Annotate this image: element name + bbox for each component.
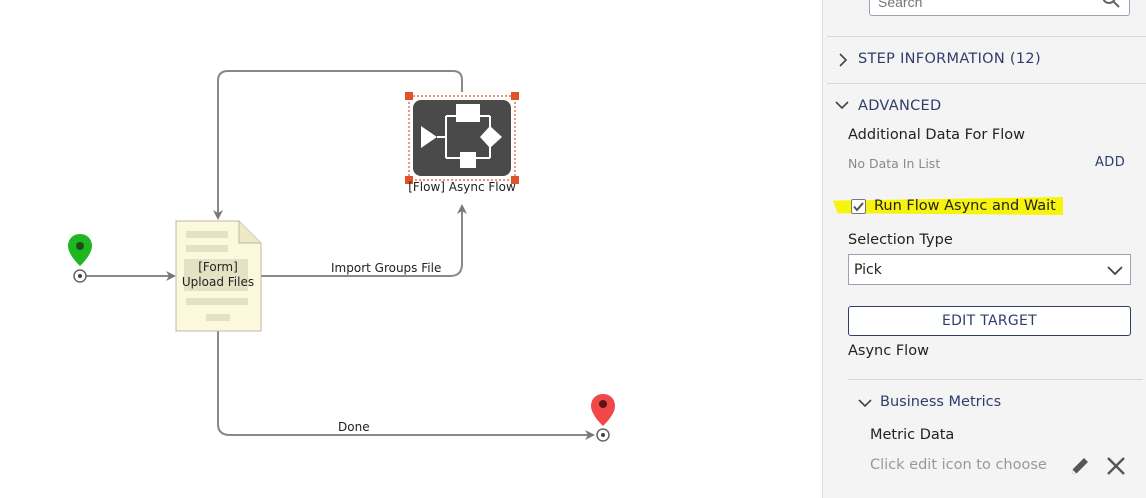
run-async-checkbox[interactable] (851, 199, 866, 214)
additional-data-label: Additional Data For Flow (848, 127, 1025, 143)
edge-import-groups-file[interactable] (261, 204, 467, 277)
selection-type-select[interactable]: Pick (848, 254, 1131, 285)
chevron-down-icon (1107, 266, 1123, 276)
edit-target-button[interactable]: EDIT TARGET (848, 306, 1131, 336)
form-node-label-line2: Upload Files (182, 275, 254, 289)
start-pin-icon[interactable] (68, 234, 92, 283)
async-flow-node[interactable]: [Flow] Async Flow (405, 92, 519, 194)
flow-canvas[interactable]: [Form] Upload Files (0, 0, 822, 498)
flow-diagram: [Form] Upload Files (68, 70, 615, 442)
form-upload-files-node[interactable]: [Form] Upload Files (175, 220, 262, 332)
search-input[interactable] (876, 0, 1100, 13)
step-information-header[interactable]: STEP INFORMATION (12) (858, 51, 1041, 67)
metric-data-label: Metric Data (870, 427, 955, 443)
properties-panel: STEP INFORMATION (12) ADVANCED Additiona… (822, 0, 1146, 498)
divider (827, 36, 1146, 37)
subflow-icon (421, 104, 502, 168)
edge-done[interactable] (217, 331, 595, 440)
edge-label-done: Done (338, 420, 370, 434)
chevron-down-icon[interactable] (834, 99, 850, 111)
target-name: Async Flow (848, 343, 929, 359)
divider (827, 83, 1146, 84)
form-node-label-line1: [Form] (198, 260, 238, 274)
close-icon[interactable] (1105, 455, 1127, 477)
divider (848, 379, 1143, 380)
chevron-down-icon[interactable] (857, 397, 873, 409)
end-pin-icon[interactable] (591, 394, 615, 442)
checkmark-icon (853, 202, 864, 212)
edge-label-import: Import Groups File (331, 261, 441, 275)
selection-type-value: Pick (854, 262, 882, 278)
pencil-icon[interactable] (1069, 455, 1091, 477)
search-icon[interactable] (1101, 0, 1121, 9)
business-metrics-header[interactable]: Business Metrics (880, 394, 1002, 410)
metric-placeholder: Click edit icon to choose (870, 457, 1047, 473)
selection-type-label: Selection Type (848, 232, 953, 248)
flow-node-label: [Flow] Async Flow (408, 180, 516, 194)
add-button[interactable]: ADD (1095, 155, 1126, 170)
chevron-right-icon[interactable] (837, 52, 849, 68)
search-box[interactable] (869, 0, 1130, 16)
run-async-label[interactable]: Run Flow Async and Wait (874, 198, 1056, 214)
advanced-header[interactable]: ADVANCED (858, 98, 942, 114)
text-highlight (833, 197, 1063, 215)
edge-loop-back[interactable] (213, 70, 463, 220)
no-data-text: No Data In List (848, 156, 941, 171)
